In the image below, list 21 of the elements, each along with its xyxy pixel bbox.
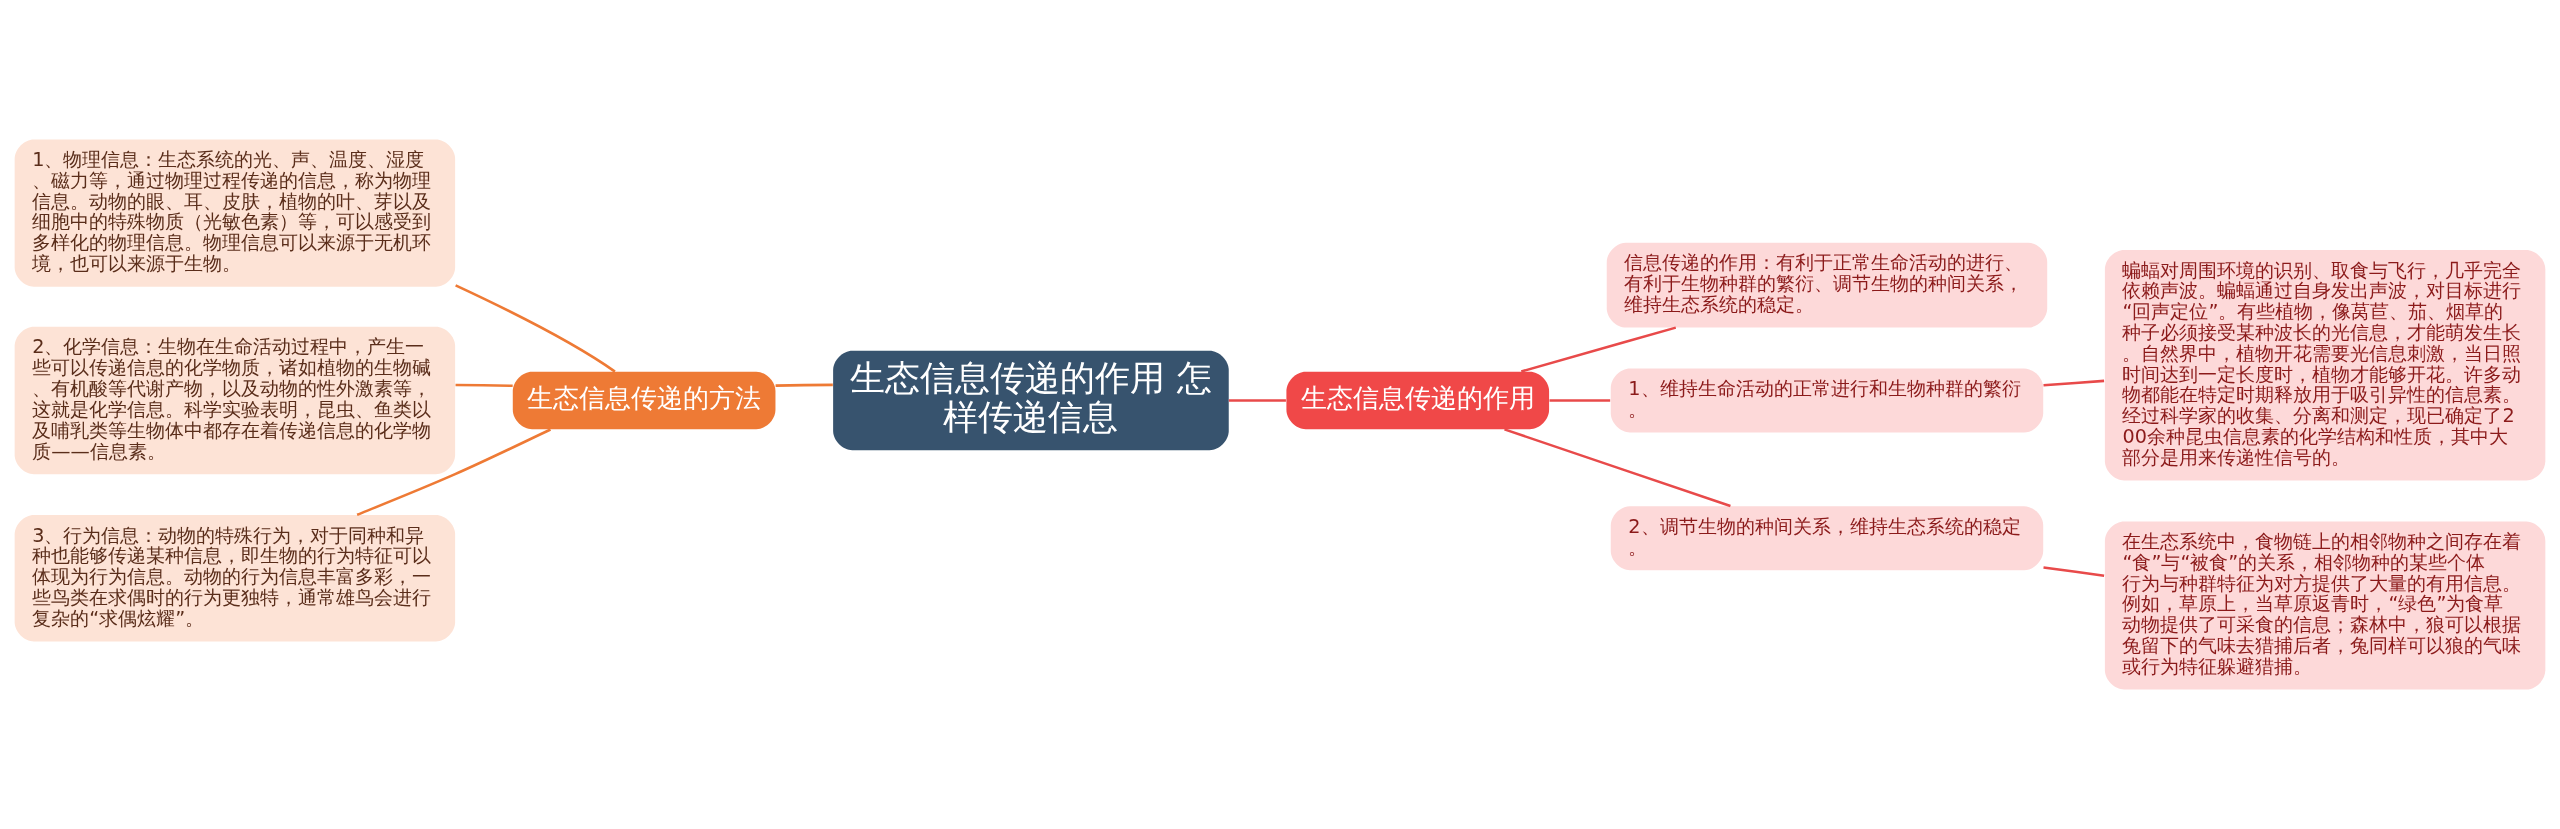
node-box: 信息传递的作用：有利于正常生命活动的进行、有利于生物种群的繁衍、调节生物的种间关系，维持生态系统的稳定。 xyxy=(1606,242,2048,328)
node-box: 3、行为信息：动物的特殊行为，对于同种和异种也能够传递某种信息，即生物的行为特征可以体现为行为信息。动物的行为信息丰富多彩，一些鸟类在求偶时的行为更独特，通常雄鸟会进行复杂的“求偶炫耀”。 xyxy=(14,515,456,642)
connector xyxy=(2043,566,2105,577)
node-box: 生态信息传递的作用 xyxy=(1286,371,1550,430)
node-box: 2、调节生物的种间关系，维持生态系统的稳定。 xyxy=(1610,506,2044,571)
node-box: 在生态系统中，食物链上的相邻物种之间存在着“食”与“被食”的关系，相邻物种的某些个体行为与种群特征为对方提供了大量的有用信息。例如，草原上，当草原返青时，“绿色”为食草动物提供了可采食的信息；森林中，狼可以根据兔留下的气味去猎捕后者，兔同样可以狼的气味或行为特征躲避猎捕。 xyxy=(2104,521,2546,690)
connector xyxy=(1504,428,1731,508)
node-box: 生态信息传递的作用 怎样传递信息 xyxy=(833,350,1229,451)
node-box: 1、物理信息：生态系统的光、声、温度、湿度、磁力等，通过物理过程传递的信息，称为物理信息。动物的眼、耳、皮肤，植物的叶、芽以及细胞中的特殊物质（光敏色素）等，可以感受到多样化的物理信息。物理信息可以来源于无机环境，也可以来源于生物。 xyxy=(14,139,456,287)
node-box: 1、维持生命活动的正常进行和生物种群的繁衍。 xyxy=(1610,368,2044,433)
connector xyxy=(455,383,513,388)
connector xyxy=(1228,399,1286,402)
connector xyxy=(1549,399,1611,402)
connector xyxy=(775,383,833,387)
node-box: 蝙蝠对周围环境的识别、取食与飞行，几乎完全依赖声波。蝙蝠通过自身发出声波，对目标进行“回声定位”。有些植物，像莴苣、茄、烟草的种子必须接受某种波长的光信息，才能萌发生长。自然界中，植物开花需要光信息刺激，当日照时间达到一定长度时，植物才能够开花。许多动物都能在特定时期释放用于吸引异性的信息素。经过科学家的收集、分离和测定，现已确定了200余种昆虫信息素的化学结构和性质，其中大部分是用来传递性信号的。 xyxy=(2104,249,2546,481)
connector xyxy=(455,284,616,373)
connector xyxy=(356,428,552,516)
connector xyxy=(2043,379,2105,387)
node-box: 2、化学信息：生物在生命活动过程中，产生一些可以传递信息的化学物质，诸如植物的生物碱、有机酸等代谢产物，以及动物的性外激素等，这就是化学信息。科学实验表明，昆虫、鱼类以及哺乳类等生物体中都存在着传递信息的化学物质——信息素。 xyxy=(14,326,456,475)
node-box: 生态信息传递的方法 xyxy=(512,371,776,430)
connector xyxy=(1520,326,1677,373)
